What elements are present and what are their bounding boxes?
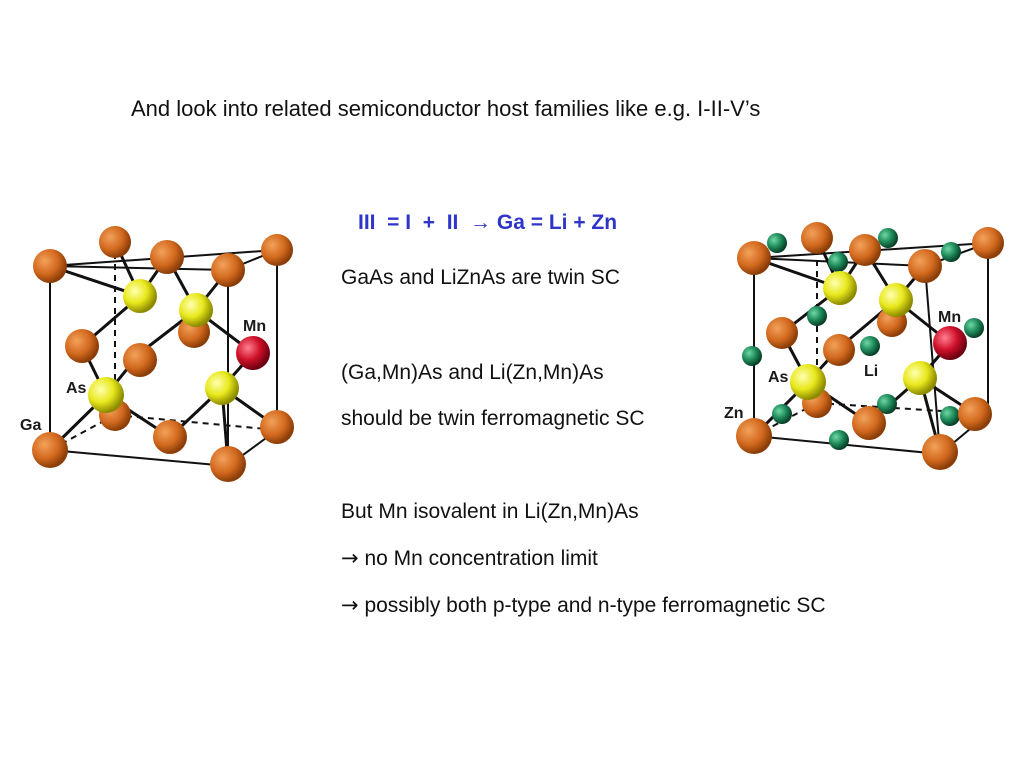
as-label: As bbox=[768, 369, 789, 386]
doped-compounds-line: (Ga,Mn)As and Li(Zn,Mn)As bbox=[341, 361, 604, 384]
li-atom bbox=[878, 228, 898, 248]
li-atom bbox=[940, 406, 960, 426]
li-label: Li bbox=[864, 363, 878, 380]
zn-atom bbox=[823, 334, 855, 366]
li-atom bbox=[829, 430, 849, 450]
as-atom bbox=[179, 293, 213, 327]
twin-ferromagnetic-line: should be twin ferromagnetic SC bbox=[341, 407, 645, 430]
liznas-crystal-structure: Mn Li As Zn bbox=[724, 222, 1004, 470]
zn-atom bbox=[849, 234, 881, 266]
zn-label: Zn bbox=[724, 405, 744, 422]
ga-atom bbox=[65, 329, 99, 363]
as-atom bbox=[823, 271, 857, 305]
li-atom bbox=[742, 346, 762, 366]
ga-atom bbox=[32, 432, 68, 468]
as-atom bbox=[790, 364, 826, 400]
zn-atom bbox=[908, 249, 942, 283]
as-atom bbox=[205, 371, 239, 405]
gaas-crystal-structure: Mn As Ga bbox=[20, 226, 294, 482]
li-atom bbox=[877, 394, 897, 414]
arrow-icon: → bbox=[341, 546, 359, 570]
ga-atom bbox=[123, 343, 157, 377]
twin-sc-line: GaAs and LiZnAs are twin SC bbox=[341, 266, 620, 289]
zn-atom bbox=[801, 222, 833, 254]
li-atom bbox=[772, 404, 792, 424]
zn-atom bbox=[922, 434, 958, 470]
as-atom bbox=[123, 279, 157, 313]
zn-atom bbox=[852, 406, 886, 440]
zn-atom bbox=[737, 241, 771, 275]
zn-atom bbox=[958, 397, 992, 431]
li-atom bbox=[941, 242, 961, 262]
p-n-type-line: → possibly both p-type and n-type ferrom… bbox=[341, 593, 826, 617]
slide-title: And look into related semiconductor host… bbox=[131, 96, 761, 121]
atoms bbox=[736, 222, 1004, 470]
ga-label: Ga bbox=[20, 417, 41, 434]
li-atom bbox=[807, 306, 827, 326]
zn-atom bbox=[766, 317, 798, 349]
li-atom bbox=[860, 336, 880, 356]
li-atom bbox=[828, 252, 848, 272]
zn-atom bbox=[736, 418, 772, 454]
ga-atom bbox=[99, 226, 131, 258]
ga-atom bbox=[150, 240, 184, 274]
as-atom bbox=[879, 283, 913, 317]
ga-atom bbox=[210, 446, 246, 482]
mn-label: Mn bbox=[243, 318, 266, 335]
formula-line: III = I + II → Ga = Li + Zn bbox=[358, 211, 618, 234]
as-atom bbox=[903, 361, 937, 395]
ga-atom bbox=[261, 234, 293, 266]
mn-isovalent-line: But Mn isovalent in Li(Zn,Mn)As bbox=[341, 500, 639, 523]
as-atom bbox=[88, 377, 124, 413]
mn-label: Mn bbox=[938, 309, 961, 326]
mn-atom bbox=[933, 326, 967, 360]
atoms bbox=[32, 226, 294, 482]
ga-atom bbox=[211, 253, 245, 287]
as-label: As bbox=[66, 380, 87, 397]
ga-atom bbox=[33, 249, 67, 283]
zn-atom bbox=[972, 227, 1004, 259]
li-atom bbox=[964, 318, 984, 338]
no-limit-line: → no Mn concentration limit bbox=[341, 546, 598, 570]
ga-atom bbox=[260, 410, 294, 444]
mn-atom bbox=[236, 336, 270, 370]
li-atom bbox=[767, 233, 787, 253]
ga-atom bbox=[153, 420, 187, 454]
arrow-icon: → bbox=[341, 593, 359, 617]
